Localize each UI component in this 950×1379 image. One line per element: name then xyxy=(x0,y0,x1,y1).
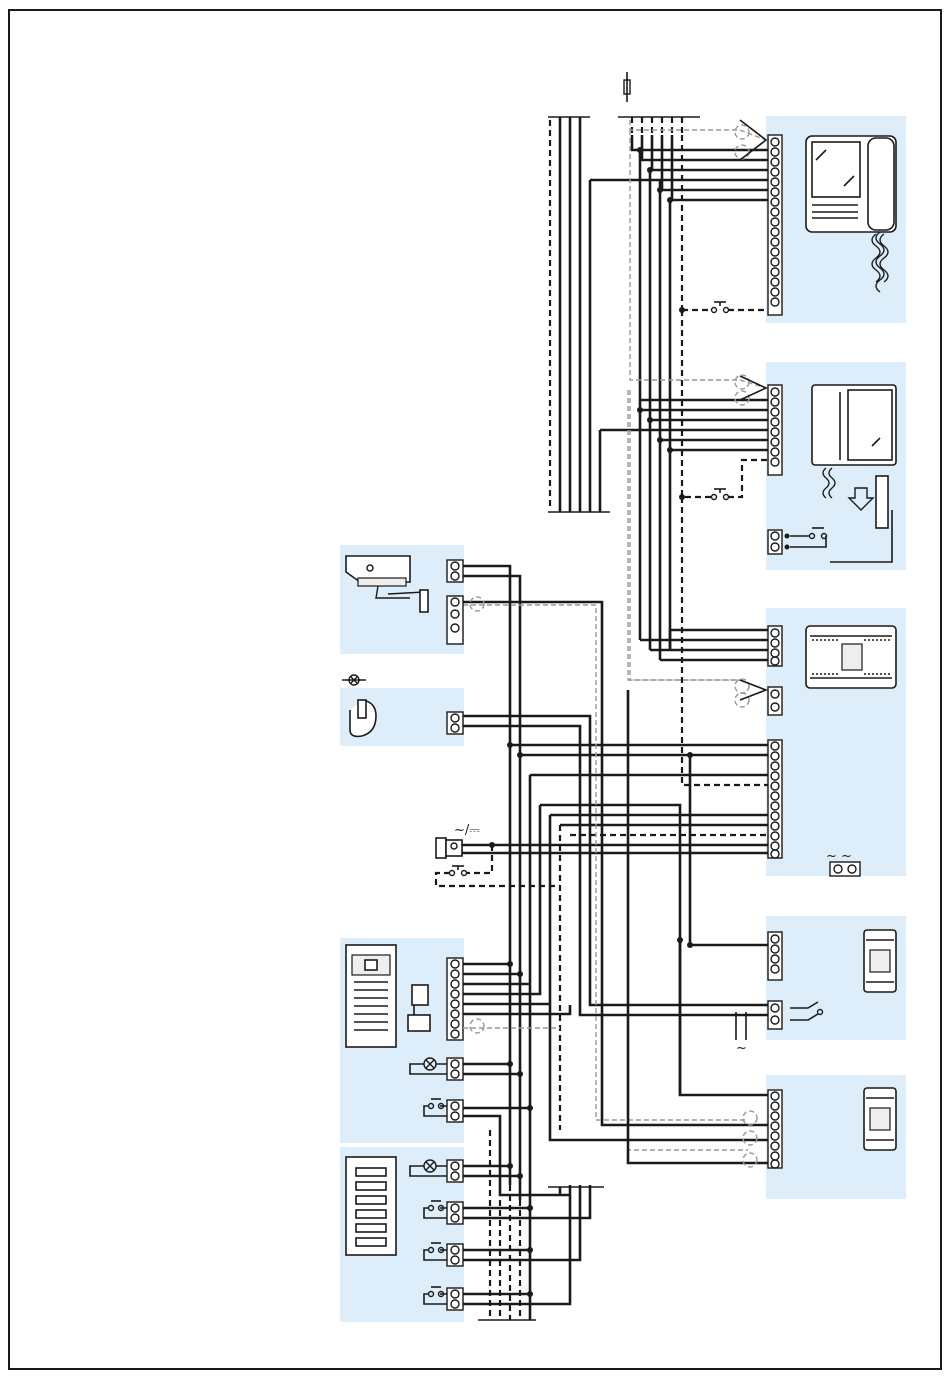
power-supply-terminal-top xyxy=(768,626,782,666)
top-riser xyxy=(548,72,768,512)
main-bus-wiring xyxy=(445,497,768,1320)
monitor-1-wiring xyxy=(630,120,768,660)
monitor-2-terminal-strip xyxy=(768,385,782,475)
din-module-icon-amp xyxy=(864,1088,896,1150)
distributor-terminal-top xyxy=(768,932,782,980)
entrance-panel-wiring xyxy=(463,805,570,1028)
button-panel-icon xyxy=(346,1157,396,1255)
camera-terminal-video xyxy=(447,560,463,582)
illuminator-terminal xyxy=(447,712,463,734)
ac-mains-label: ~ xyxy=(736,1041,747,1056)
din-module-icon xyxy=(864,930,896,992)
amplifier-terminal-strip xyxy=(743,1090,782,1168)
bottom-riser xyxy=(478,1130,604,1320)
din-rail-unit-icon xyxy=(806,626,896,688)
ac-mains-input: ~ xyxy=(736,1012,747,1056)
lock-supply-label: ~/⎓ xyxy=(454,823,480,838)
monitor-1-terminal-strip xyxy=(768,135,782,315)
power-supply-terminal-main xyxy=(768,740,782,858)
